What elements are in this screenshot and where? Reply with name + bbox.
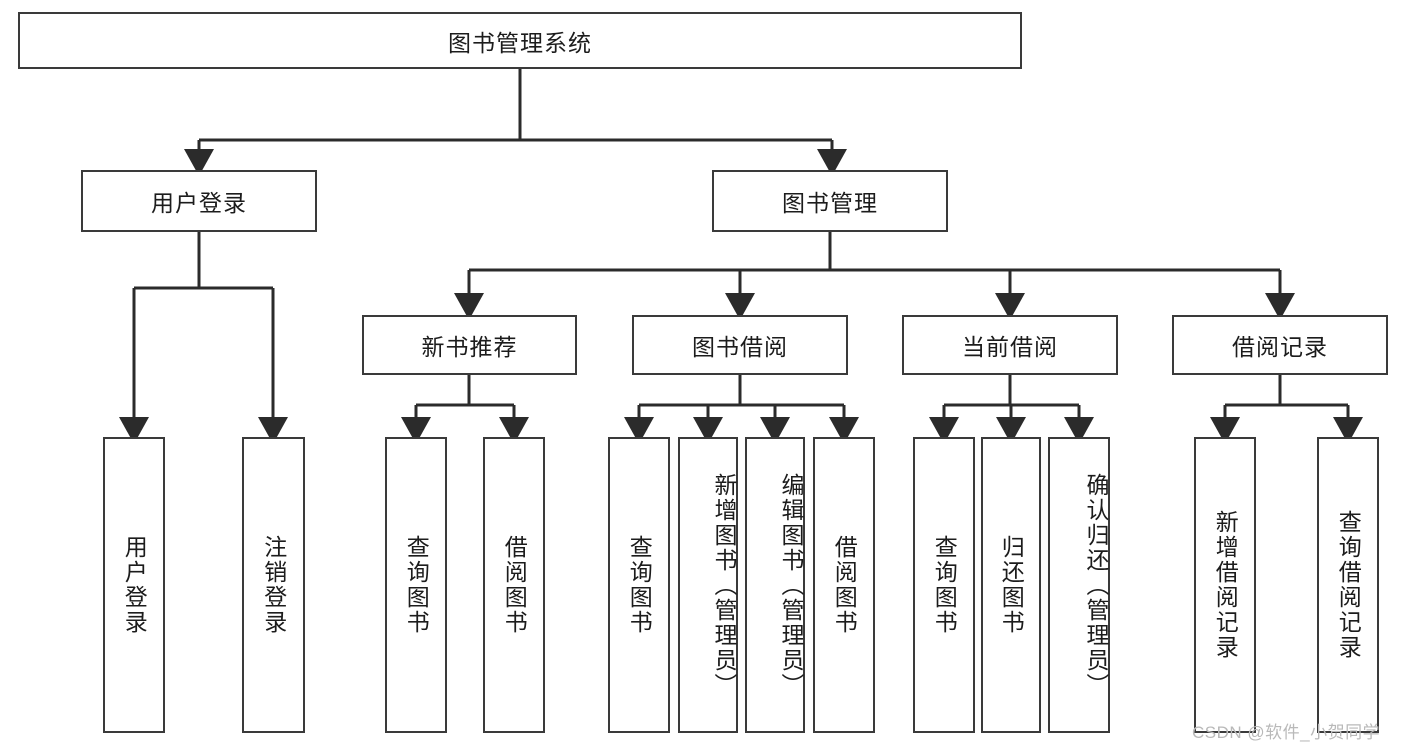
leaf-query-book-current[interactable]: 查询图书 [913,437,975,733]
leaf-confirm-return-admin[interactable]: 确认归还（管理员） [1048,437,1110,733]
node-new-book-recommend[interactable]: 新书推荐 [362,315,577,375]
node-root[interactable]: 图书管理系统 [18,12,1022,69]
leaf-borrow-book-label: 借阅图书 [831,535,858,635]
leaf-edit-book-admin[interactable]: 编辑图书（管理员） [745,437,805,733]
node-borrow-records[interactable]: 借阅记录 [1172,315,1388,375]
node-borrow-records-label: 借阅记录 [1232,334,1328,360]
leaf-add-book-admin[interactable]: 新增图书（管理员） [678,437,738,733]
leaf-query-book-borrow-label: 查询图书 [626,535,653,635]
node-book-management-label: 图书管理 [782,190,878,216]
leaf-add-book-admin-label: 新增图书（管理员） [711,472,737,698]
csdn-watermark-text: CSDN @软件_小贺同学 [1192,723,1381,742]
node-book-borrow-label: 图书借阅 [692,334,788,360]
node-current-borrow-label: 当前借阅 [962,334,1058,360]
leaf-return-book[interactable]: 归还图书 [981,437,1041,733]
leaf-logout[interactable]: 注销登录 [242,437,305,733]
leaf-confirm-return-admin-label: 确认归还（管理员） [1083,472,1109,698]
leaf-return-book-label: 归还图书 [998,535,1025,635]
leaf-add-borrow-record-label: 新增借阅记录 [1212,510,1239,660]
leaf-query-book-current-label: 查询图书 [931,535,958,635]
node-new-book-recommend-label: 新书推荐 [421,334,518,360]
leaf-user-login[interactable]: 用户登录 [103,437,165,733]
csdn-watermark: CSDN @软件_小贺同学 [1192,718,1380,743]
leaf-query-book-borrow[interactable]: 查询图书 [608,437,670,733]
node-book-borrow[interactable]: 图书借阅 [632,315,848,375]
leaf-user-login-label: 用户登录 [121,535,148,635]
leaf-borrow-book[interactable]: 借阅图书 [813,437,875,733]
node-user-login[interactable]: 用户登录 [81,170,317,232]
leaf-add-borrow-record[interactable]: 新增借阅记录 [1194,437,1256,733]
leaf-edit-book-admin-label: 编辑图书（管理员） [778,472,804,698]
leaf-query-borrow-record-label: 查询借阅记录 [1335,510,1362,660]
node-user-login-label: 用户登录 [151,190,247,216]
leaf-borrow-book-recommend[interactable]: 借阅图书 [483,437,545,733]
leaf-borrow-book-recommend-label: 借阅图书 [501,535,528,635]
leaf-query-book-recommend-label: 查询图书 [403,535,430,635]
leaf-logout-label: 注销登录 [260,535,287,635]
leaf-query-borrow-record[interactable]: 查询借阅记录 [1317,437,1379,733]
node-root-label: 图书管理系统 [448,29,592,56]
leaf-query-book-recommend[interactable]: 查询图书 [385,437,447,733]
node-current-borrow[interactable]: 当前借阅 [902,315,1118,375]
node-book-management[interactable]: 图书管理 [712,170,948,232]
